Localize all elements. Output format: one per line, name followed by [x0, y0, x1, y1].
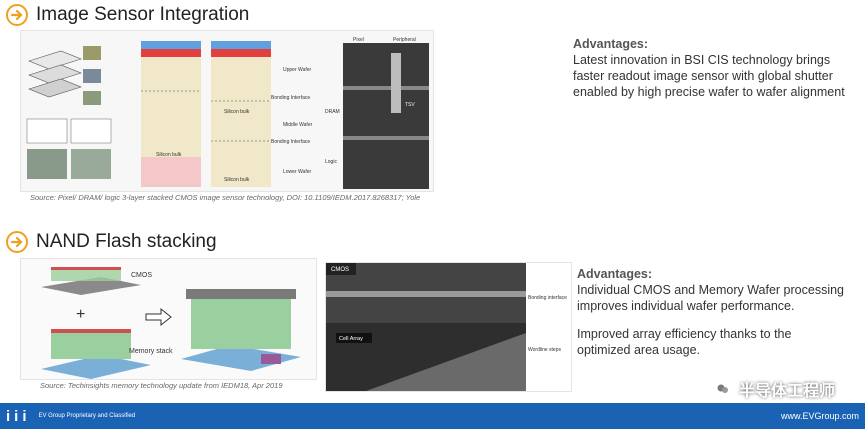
section2-caption: Source: Techinsights memory technology u…: [40, 381, 283, 390]
arrow-right-icon: [6, 4, 28, 26]
section1-caption: Source: Pixel/ DRAM/ logic 3-layer stack…: [30, 193, 421, 202]
cross-section-2: Silicon bulk Silicon bulk: [211, 41, 271, 187]
nand-stack-diagram: CMOS + Memory stack: [41, 267, 301, 379]
nand-sem-image: CMOS Cell Array Bonding interface Wordli…: [326, 263, 571, 391]
memory-stack-label: Memory stack: [129, 348, 173, 355]
nand-stack-figure: CMOS + Memory stack: [20, 258, 317, 380]
combine-arrow-icon: [145, 307, 172, 327]
section1-advantages: Advantages: Latest innovation in BSI CIS…: [573, 36, 858, 100]
layer-stack-sketch: [28, 46, 101, 105]
section2-advantages-text2: Improved array efficiency thanks to the …: [577, 327, 792, 357]
pixel-label: Pixel: [353, 37, 364, 43]
section1-title: Image Sensor Integration: [36, 4, 250, 25]
evg-logo: iii: [6, 407, 31, 425]
silicon-bulk-label-2: Silicon bulk: [224, 109, 250, 115]
bonding-interface-label-2: Bonding Interface: [271, 139, 310, 145]
logic-label: Logic: [325, 159, 337, 165]
dram-label: DRAM: [325, 109, 340, 115]
lower-wafer-label: Lower Wafer: [283, 169, 311, 175]
footer-bar: iii EV Group Proprietary and Classified …: [0, 403, 865, 429]
silicon-bulk-label-1: Silicon bulk: [156, 152, 182, 158]
peripheral-label: Peripheral: [393, 37, 416, 43]
wechat-icon: [712, 379, 733, 399]
silicon-bulk-label-3: Silicon bulk: [224, 177, 250, 183]
sem-cmos-label: CMOS: [331, 267, 349, 273]
arrow-right-icon: [6, 231, 28, 253]
section1-advantages-text: Latest innovation in BSI CIS technology …: [573, 53, 845, 99]
upper-wafer-label: Upper Wafer: [283, 67, 311, 73]
section2-title: NAND Flash stacking: [36, 231, 217, 252]
section-title-image-sensor: Image Sensor Integration: [6, 4, 249, 26]
footer-text: EV Group Proprietary and Classified: [38, 413, 136, 419]
section-title-nand-flash: NAND Flash stacking: [6, 231, 217, 253]
cross-section-1: Silicon bulk: [141, 41, 201, 187]
nand-sem-figure: CMOS Cell Array Bonding interface Wordli…: [325, 262, 572, 392]
cmos-label: CMOS: [131, 272, 152, 279]
cmos-wafer-sketch: CMOS: [41, 267, 152, 295]
watermark-text: 半导体工程师: [738, 383, 835, 400]
plus-sign: +: [76, 306, 85, 323]
bonding-interface-label-1: Bonding Interface: [271, 95, 310, 101]
sem-image-cis: Pixel Peripheral TSV DRAM Logic: [325, 37, 429, 189]
tsv-label: TSV: [405, 102, 415, 108]
section2-advantages-heading: Advantages:: [577, 267, 653, 281]
wordline-steps-label: Wordline steps: [528, 347, 561, 353]
sem-bonding-label: Bonding interface: [528, 295, 567, 301]
section2-advantages: Advantages: Individual CMOS and Memory W…: [577, 266, 847, 358]
middle-wafer-label: Middle Wafer: [283, 122, 313, 128]
combined-stack-sketch: [181, 289, 301, 371]
footer-url[interactable]: www.EVGroup.com: [780, 411, 859, 421]
section1-advantages-heading: Advantages:: [573, 37, 649, 51]
image-sensor-diagram: Silicon bulk Silicon bulk Silicon bulk U…: [26, 37, 429, 189]
image-sensor-figure: Silicon bulk Silicon bulk Silicon bulk U…: [20, 30, 434, 192]
memory-stack-sketch: Memory stack: [41, 329, 173, 379]
cell-array-label: Cell Array: [339, 336, 363, 342]
watermark: 半导体工程师: [712, 377, 835, 401]
section2-advantages-text1: Individual CMOS and Memory Wafer process…: [577, 283, 844, 313]
